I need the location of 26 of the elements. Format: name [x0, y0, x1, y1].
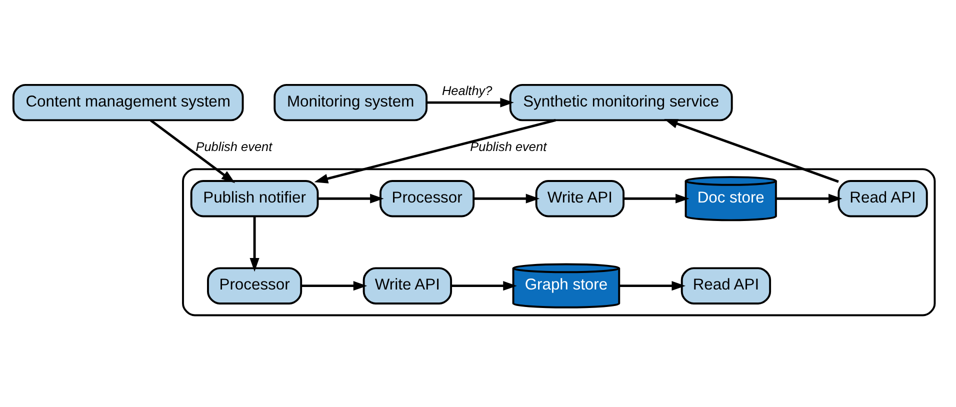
node-box: Publish notifier	[190, 180, 319, 217]
node-box: Synthetic monitoring service	[509, 83, 733, 121]
node-box: Write API	[535, 180, 625, 217]
arrow	[451, 280, 517, 290]
edge-label: Publish event	[196, 138, 272, 154]
edge-label: Healthy?	[442, 82, 492, 98]
arrow	[150, 118, 236, 183]
arrow	[474, 193, 540, 203]
node-box: Read API	[680, 266, 772, 304]
node-box: Monitoring system	[274, 83, 428, 121]
node-box: Processor	[207, 266, 302, 304]
arrow	[619, 280, 686, 290]
arrow	[314, 118, 556, 183]
node-box: Write API	[362, 266, 452, 304]
node-box: Content management system	[12, 83, 244, 121]
arrow	[426, 97, 514, 107]
node-box: Read API	[838, 180, 928, 217]
arrow	[250, 216, 260, 272]
node-box: Processor	[380, 180, 475, 217]
arrow	[664, 118, 839, 182]
arrow	[776, 193, 842, 203]
cluster	[182, 168, 936, 316]
arrow	[624, 193, 690, 203]
arrow	[301, 280, 368, 290]
arrow	[318, 193, 384, 203]
edge-label: Publish event	[470, 138, 547, 154]
